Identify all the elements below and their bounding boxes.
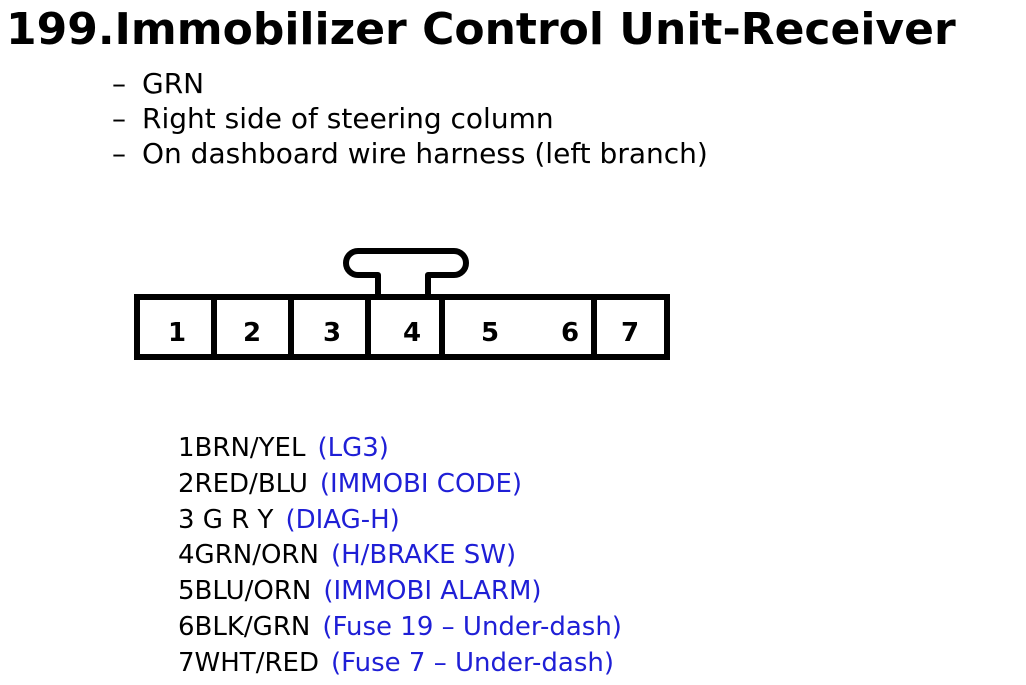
pin-label-3: 3	[323, 318, 341, 348]
pin-row: 7WHT/RED(Fuse 7 – Under-dash)	[178, 647, 615, 678]
page-title: 199.Immobilizer Control Unit-Receiver	[6, 4, 956, 55]
pin-row: 3 G R Y(DIAG-H)	[178, 504, 400, 535]
detail-location: –Right side of steering column	[112, 102, 554, 135]
detail-harness: –On dashboard wire harness (left branch)	[112, 137, 708, 170]
connector-latch	[343, 248, 469, 298]
pin-label-2: 2	[243, 318, 261, 348]
pin-label-6: 6	[561, 318, 579, 348]
detail-color: –GRN	[112, 67, 205, 100]
pin-label-1: 1	[168, 318, 186, 348]
pin-row: 5BLU/ORN(IMMOBI ALARM)	[178, 576, 542, 607]
location-details: –GRN –Right side of steering column –On …	[112, 66, 708, 171]
connector-body	[134, 294, 670, 360]
pin-assignment-list: 1BRN/YEL(LG3) 2RED/BLU(IMMOBI CODE) 3 G …	[178, 431, 622, 682]
connector-diagram: 1 2 3 4 5 6 7	[134, 248, 670, 360]
pin-row: 4GRN/ORN(H/BRAKE SW)	[178, 540, 517, 571]
pin-row: 2RED/BLU(IMMOBI CODE)	[178, 468, 523, 499]
pin-label-7: 7	[621, 318, 639, 348]
pin-row: 1BRN/YEL(LG3)	[178, 433, 389, 463]
pin-row: 6BLK/GRN(Fuse 19 – Under-dash)	[178, 611, 622, 642]
pin-label-4: 4	[403, 318, 421, 348]
pin-label-5: 5	[481, 318, 499, 348]
